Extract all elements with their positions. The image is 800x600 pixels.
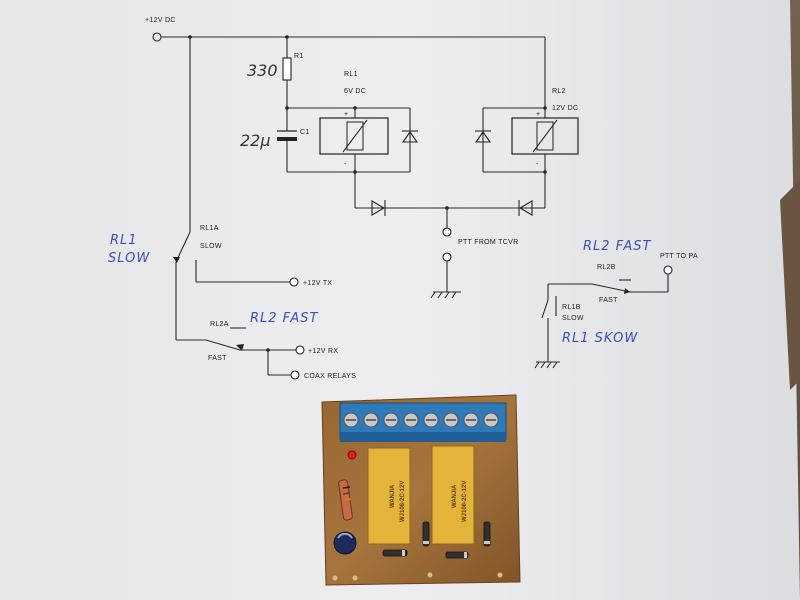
rl1-winding-slash [342, 119, 368, 153]
schematic: +12V DC R1 330 C1 22µ RL1 6V DC + - [108, 17, 698, 380]
ground-hatch [444, 291, 450, 299]
solder-pad [332, 575, 338, 581]
annotation-rl2-fast-mid: RL2 FAST [250, 311, 319, 326]
r1-label: R1 [294, 53, 304, 60]
diode-physical [422, 521, 430, 547]
rl2-pin-minus: - [536, 161, 539, 168]
c1-label: C1 [300, 129, 310, 136]
diode-physical [445, 551, 469, 559]
r1-value: 330 [247, 61, 278, 80]
annotation-rl1: RL1 [110, 233, 138, 248]
steering-diode-1 [371, 200, 386, 216]
solder-pad [497, 572, 503, 578]
rl2b-arrow [624, 288, 630, 294]
ground-hatch [437, 291, 443, 299]
rl1a-arrow [173, 257, 180, 263]
rl1-voltage: 6V DC [344, 88, 366, 95]
rl2b-contact-arm [591, 283, 631, 293]
rl2a-arrow [236, 344, 244, 351]
rl2b-label: RL2B [597, 264, 616, 271]
rl2-flyback-diode [474, 131, 492, 143]
ground-hatch [451, 291, 457, 299]
rl2-winding [536, 121, 554, 151]
rl2a-contact-arm [205, 339, 241, 351]
ptt-from-label: PTT FROM TCVR [458, 239, 518, 246]
solder-pad [427, 572, 433, 578]
capacitor-c1-physical [333, 531, 357, 555]
ptt-gnd-terminal [442, 252, 452, 262]
annotation-rl2-fast-right: RL2 FAST [583, 239, 652, 254]
rl2a-mode: FAST [208, 355, 227, 362]
ptt-to-label: PTT TO PA [660, 253, 698, 260]
resistor-r1 [282, 57, 292, 81]
relay-rl1-physical [367, 447, 411, 545]
ground-hatch [540, 361, 546, 369]
rl1-label: RL1 [344, 71, 358, 78]
table-edge [780, 180, 800, 390]
rl2-winding-slash [532, 119, 558, 153]
annotation-rl1-skow: RL1 SKOW [562, 331, 638, 346]
rl1-pin-plus: + [344, 111, 348, 118]
ground-hatch [552, 361, 558, 369]
annotation-slow: SLOW [108, 251, 150, 266]
rl2-label: RL2 [552, 88, 566, 95]
rl1-pin-minus: - [344, 161, 347, 168]
terminal-screws [343, 412, 499, 428]
coax-label: COAX RELAYS [304, 373, 356, 380]
coax-terminal [290, 370, 300, 380]
rl1-winding [346, 121, 364, 151]
relay-rl2-model: WJ108-2C-12V [462, 481, 468, 522]
diode-physical [382, 549, 408, 557]
tx-label: +12V TX [303, 280, 332, 287]
relay-rl1-brand: WANJIA [390, 484, 396, 508]
rl1a-label: RL1A [200, 225, 219, 232]
pcb-board: WANJIA WJ108-2C-12V WANJIA WJ108-2C-12V [321, 394, 521, 586]
rl2b-mode: FAST [599, 297, 618, 304]
rl2a-label: RL2A [210, 321, 229, 328]
terminal-block-base [340, 432, 506, 442]
diode-physical [483, 521, 491, 547]
ground-hatch [534, 361, 540, 369]
c1-plate [277, 137, 297, 141]
led [347, 450, 357, 460]
tx-terminal [289, 277, 299, 287]
ptt-in-terminal [442, 227, 452, 237]
ground-hatch [430, 291, 436, 299]
relay-rl2-physical [431, 445, 475, 545]
steering-diode-2 [518, 200, 533, 216]
rx-label: +12V RX [308, 348, 338, 355]
rl1a-mode: SLOW [200, 243, 222, 250]
rl1b-contact-arm [541, 299, 549, 319]
rl1b-label: RL1B [562, 304, 581, 311]
rl2-pin-plus: + [536, 111, 540, 118]
rl2-voltage: 12V DC [552, 105, 578, 112]
relay-rl1-model: WJ108-2C-12V [400, 481, 406, 522]
supply-label: +12V DC [145, 17, 176, 24]
rx-terminal [295, 345, 305, 355]
solder-pad [352, 575, 358, 581]
ground-hatch [546, 361, 552, 369]
ptt-to-terminal [663, 265, 673, 275]
relay-rl2-brand: WANJIA [452, 484, 458, 508]
relay-rl1-coil [319, 117, 389, 155]
rl1b-mode: SLOW [562, 315, 584, 322]
c1-value: 22µ [240, 131, 271, 150]
rl1-flyback-diode [401, 131, 419, 143]
